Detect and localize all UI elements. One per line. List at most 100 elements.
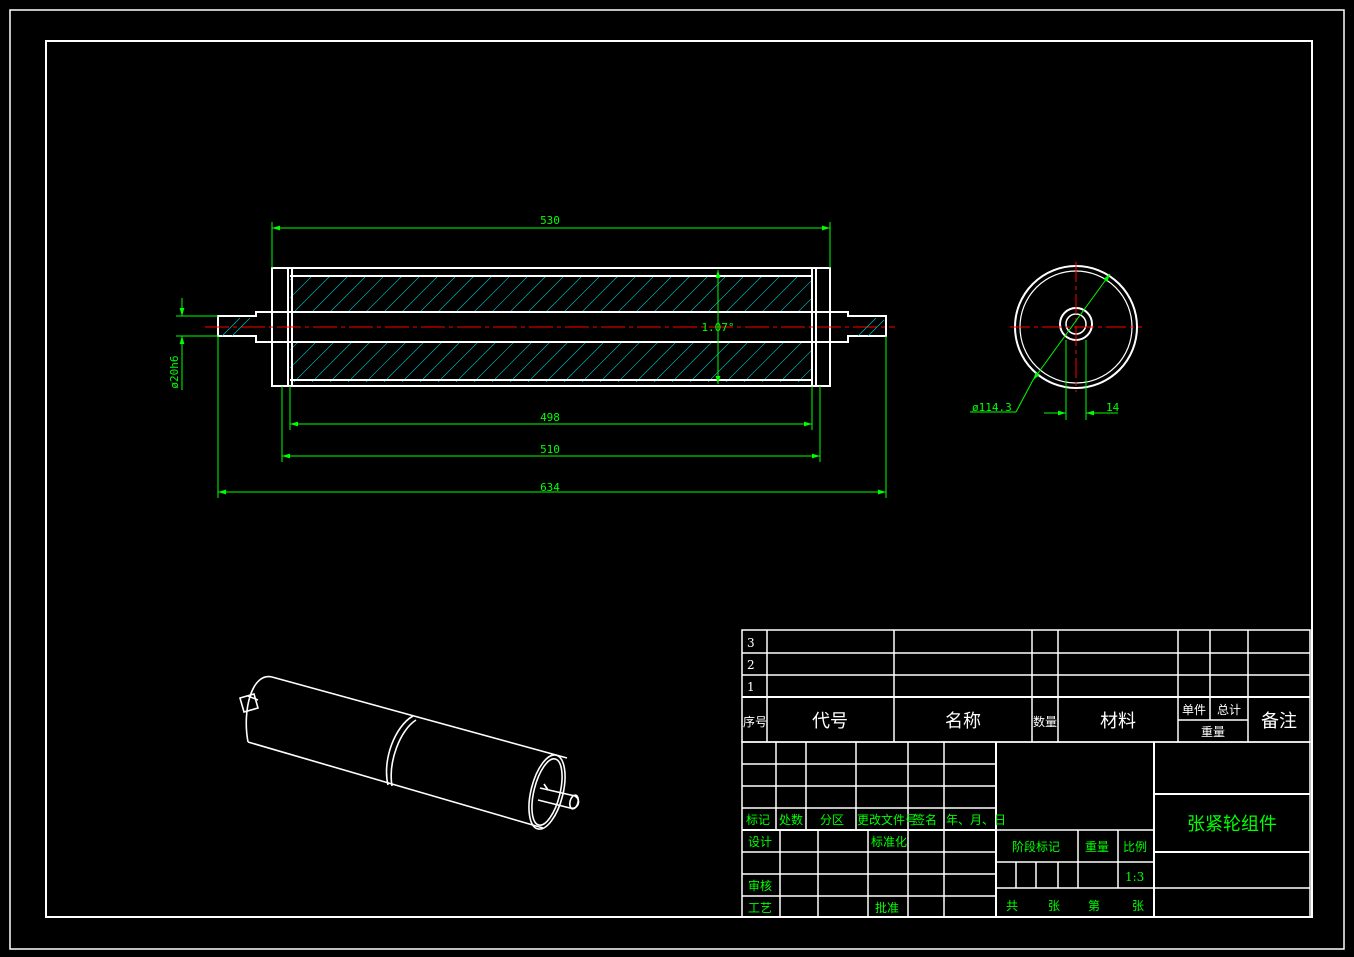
rev-label: 标记: [746, 813, 770, 827]
hatch-line: [816, 276, 852, 312]
bom-header-material: 材料: [1100, 711, 1136, 732]
bom-header-code: 代号: [812, 711, 848, 732]
hatch-line: [290, 342, 317, 369]
hatch-line: [563, 276, 601, 312]
bom-table: [741, 629, 1311, 743]
hatch-line: [401, 276, 439, 312]
hatch-line: [653, 342, 695, 382]
bom-header-seq: 序号: [743, 714, 767, 729]
hatch-line: [347, 276, 385, 312]
hatch-line: [689, 342, 731, 382]
label-check: 审核: [748, 878, 772, 893]
hatch-line: [635, 276, 673, 312]
hatch-line: [509, 342, 551, 382]
sheets-no: 第: [1088, 899, 1100, 913]
hatch-line: [581, 276, 619, 312]
hatch-line: [779, 279, 812, 312]
hatch-line: [599, 276, 637, 312]
value-scale: 1:3: [1125, 870, 1144, 884]
bom-header-weight: 重量: [1201, 725, 1225, 739]
hatch-line: [311, 276, 349, 312]
sheets-zhang-1: 张: [1048, 899, 1060, 913]
rev-label: 签名: [913, 812, 937, 827]
hatch-line: [419, 276, 457, 312]
side-view: ø114.3 14: [970, 262, 1142, 420]
hatch-line: [816, 342, 856, 382]
label-scale: 比例: [1123, 840, 1147, 854]
hatch-line: [725, 342, 767, 382]
label-design: 设计: [748, 835, 772, 849]
hatch-line: [455, 276, 493, 312]
hatch-line: [707, 342, 749, 382]
hatch-line: [599, 342, 641, 382]
dim-498: 498: [540, 411, 560, 424]
hatch-line: [545, 276, 583, 312]
inner-frame-border: [45, 40, 1313, 918]
hatch-line: [293, 276, 331, 312]
hatch-line: [509, 276, 547, 312]
rev-label: 年、月、日: [946, 813, 1006, 827]
hatch-line: [671, 342, 713, 382]
hatch-line: [347, 342, 389, 382]
hatch-line: [617, 276, 655, 312]
hatch-line: [240, 276, 276, 312]
hatch-line: [383, 276, 421, 312]
hatch-line: [852, 276, 888, 312]
hatch-line: [455, 342, 497, 382]
sheets-total: 共: [1006, 899, 1018, 913]
hatch-line: [581, 342, 623, 382]
rev-label: 更改文件号: [857, 812, 917, 827]
hatch-line: [527, 342, 569, 382]
rev-label: 分区: [820, 813, 844, 827]
isometric-view: [239, 675, 580, 830]
hatch-line: [834, 276, 870, 312]
hatch-line: [635, 342, 677, 382]
hatch-line: [617, 342, 659, 382]
hatch-line: [653, 276, 691, 312]
title-block: [741, 741, 1311, 918]
bom-row-seq: 2: [747, 658, 755, 672]
front-view: 530 498 510 634 1.07° ø20h6: [168, 214, 910, 498]
dim-shaft-diameter: ø20h6: [168, 355, 181, 388]
hatch-line: [527, 276, 565, 312]
outer-sheet-border: [9, 9, 1345, 950]
hatch-line: [761, 342, 803, 382]
hatch-line: [437, 276, 475, 312]
section-hatch-top: [240, 276, 888, 312]
label-weight: 重量: [1085, 840, 1109, 854]
hatch-line: [473, 342, 515, 382]
dim-outer-diameter: ø114.3: [972, 401, 1012, 414]
hatch-line: [293, 342, 335, 382]
dim-634: 634: [540, 481, 560, 494]
dim-shaft-14: 14: [1106, 401, 1120, 414]
hatch-line: [563, 342, 605, 382]
hatch-line: [383, 342, 425, 382]
hatch-line: [834, 342, 874, 382]
hatch-line: [473, 276, 511, 312]
hatch-line: [797, 297, 812, 312]
hatch-line: [311, 342, 353, 382]
rev-label: 处数: [779, 812, 803, 827]
bom-header-total: 总计: [1217, 703, 1241, 717]
hatch-line: [491, 276, 529, 312]
hatch-line: [240, 342, 280, 382]
hatch-line: [870, 342, 910, 382]
hatch-line: [797, 367, 812, 382]
hatch-line: [689, 276, 727, 312]
bom-header-qty: 数量: [1033, 714, 1057, 729]
bom-row-seq: 3: [747, 636, 755, 650]
hatch-line: [401, 342, 443, 382]
hatch-line: [290, 276, 313, 299]
label-approve: 批准: [875, 900, 899, 915]
section-hatch-bottom: [240, 342, 910, 382]
hatch-line: [779, 349, 812, 382]
bom-header-name: 名称: [945, 711, 981, 732]
hatch-line: [329, 276, 367, 312]
hatch-line: [743, 276, 781, 312]
label-stage-mark: 阶段标记: [1012, 839, 1060, 854]
hatch-line: [725, 276, 763, 312]
hatch-line: [365, 342, 407, 382]
hatch-line: [419, 342, 461, 382]
hatch-line: [761, 276, 799, 312]
